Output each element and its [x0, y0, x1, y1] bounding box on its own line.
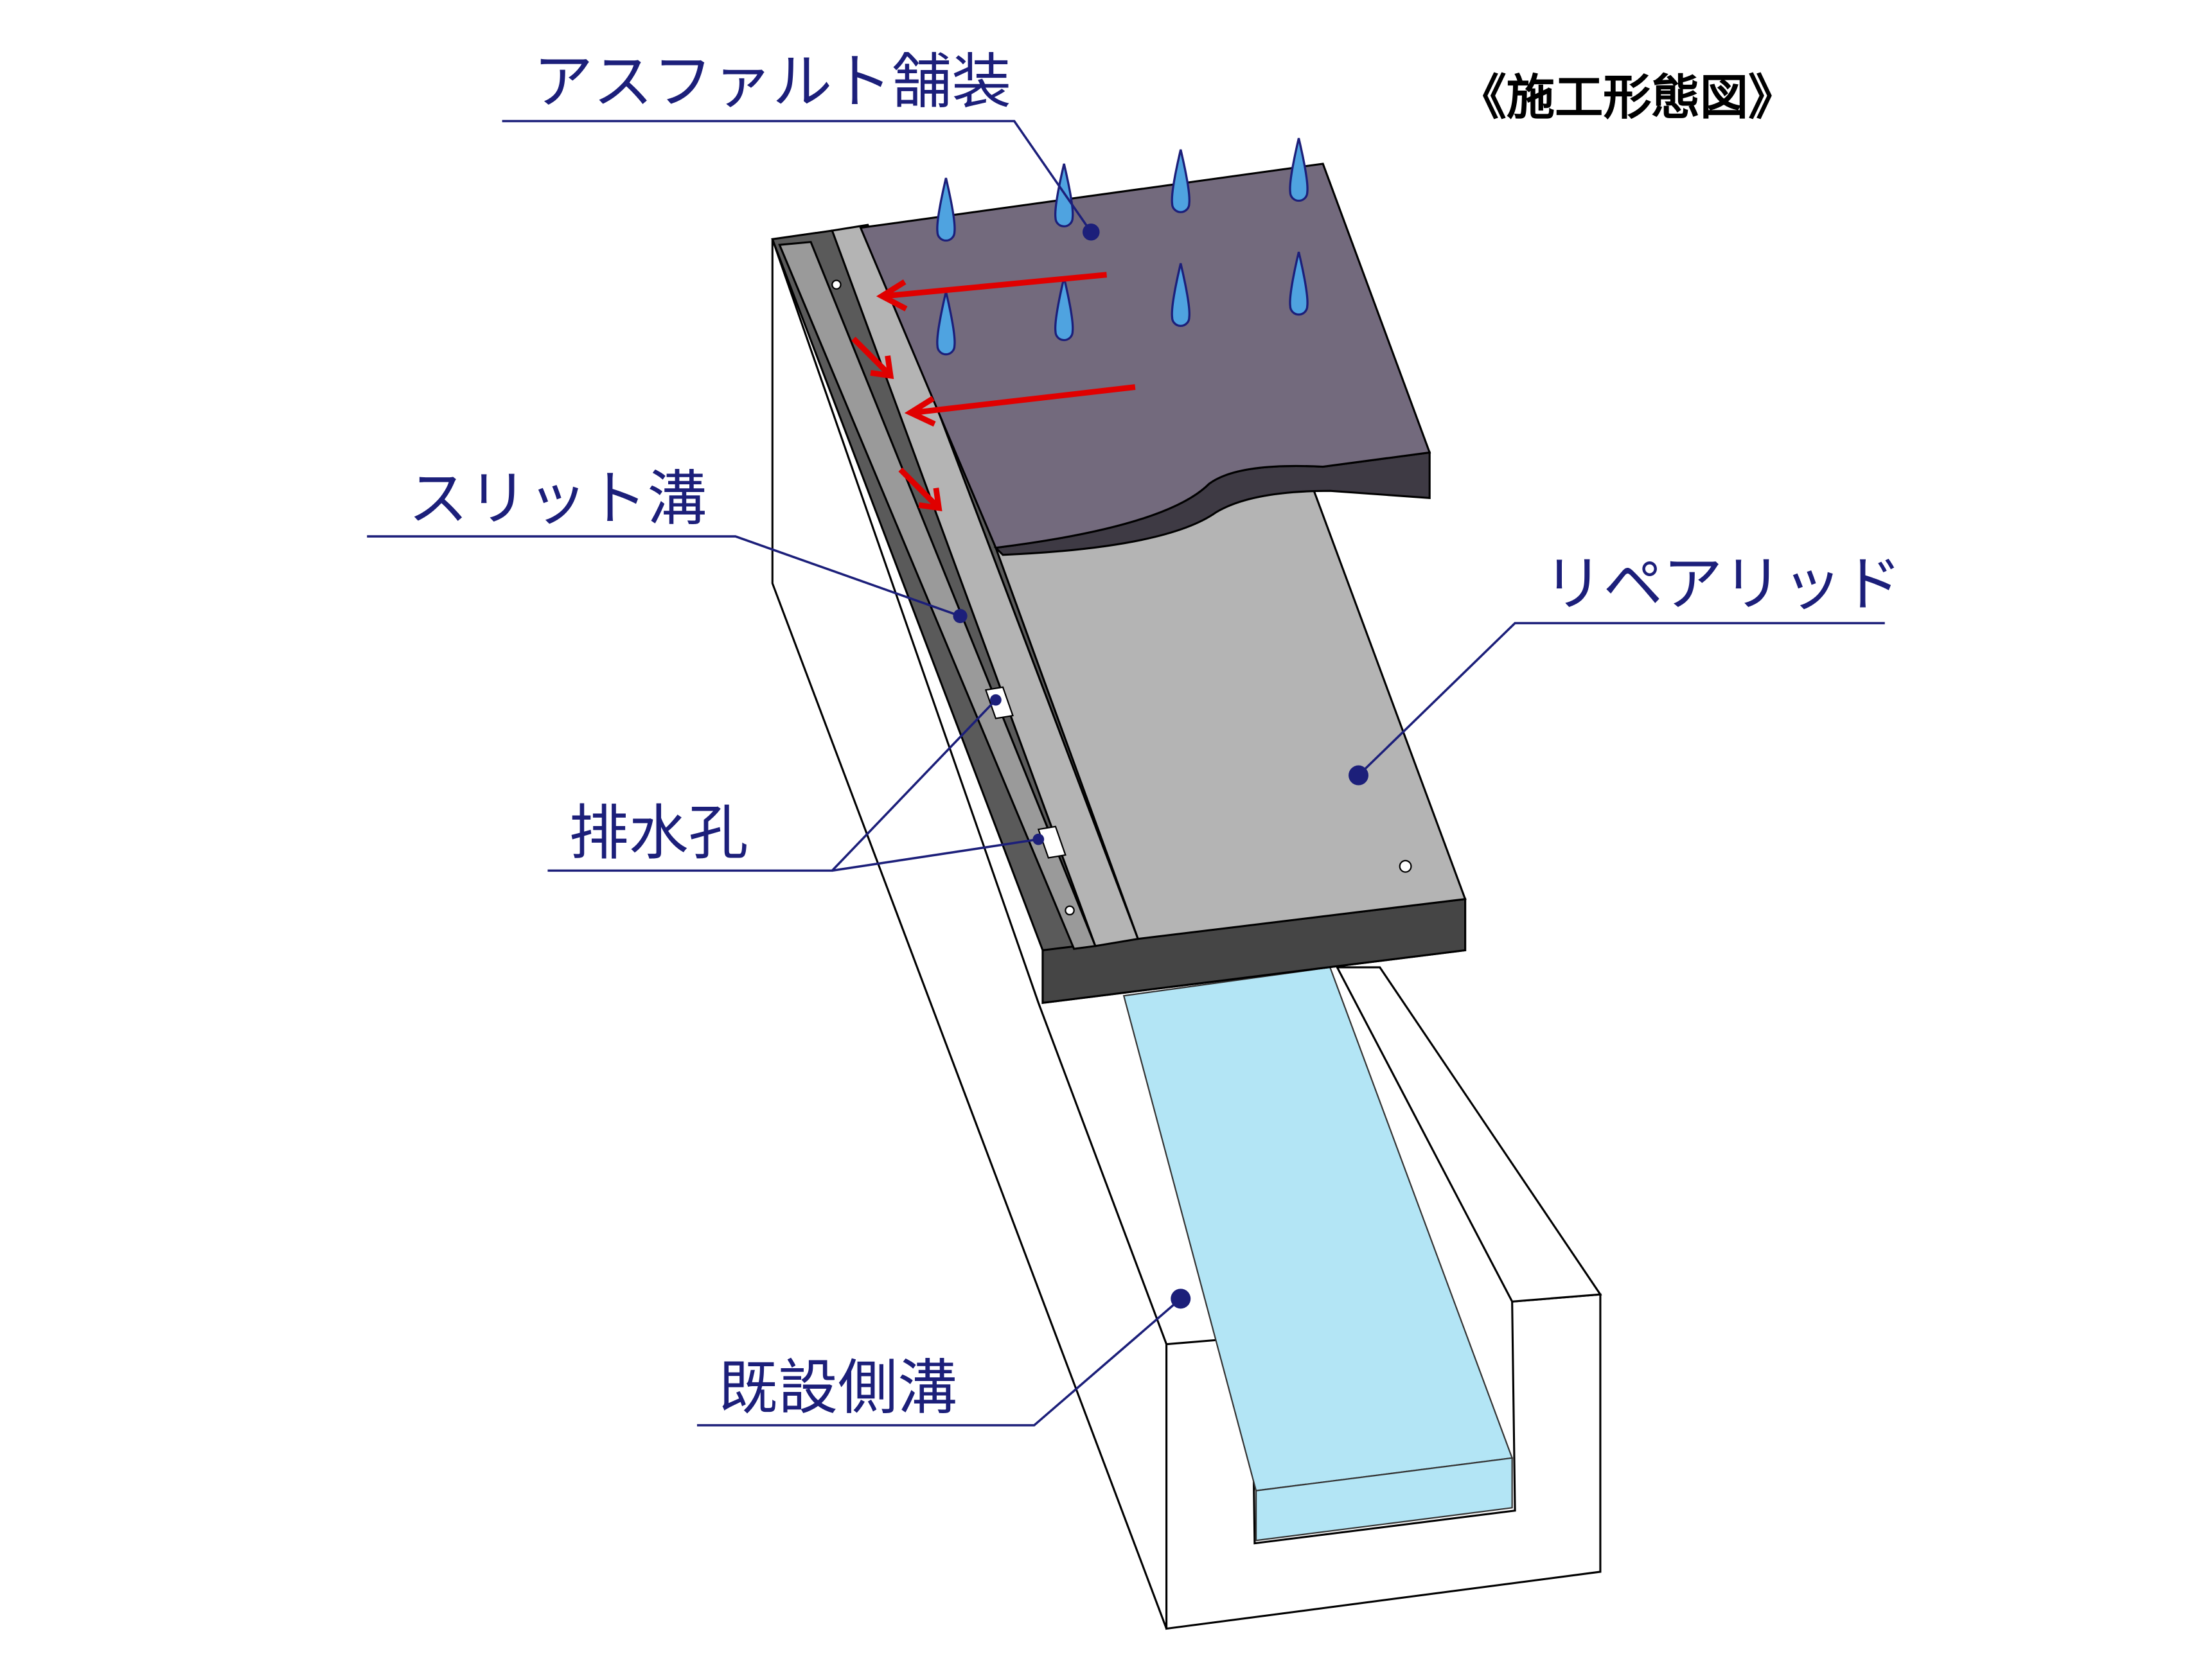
label-drain-hole: 排水孔 [547, 694, 1045, 872]
arrow-icon [876, 272, 1108, 312]
flow-arrows [851, 272, 1136, 512]
label-slit: スリット溝 [367, 464, 968, 624]
raindrop-icon [1289, 251, 1309, 316]
raindrop-icon [1054, 163, 1074, 228]
raindrop-icon [936, 177, 956, 242]
raindrop-icon [1171, 149, 1190, 213]
raindrop-icon [936, 291, 956, 356]
label-asphalt: アスファルト舗装 [502, 48, 1100, 241]
arrow-icon [898, 467, 942, 512]
arrow-icon [904, 384, 1136, 427]
label-existing-gutter-text: 既設側溝 [718, 1353, 957, 1422]
arrow-icon [851, 337, 894, 380]
label-asphalt-text: アスファルト舗装 [533, 48, 1011, 117]
raindrop-icon [1289, 137, 1309, 202]
diagram-title: 《施工形態図》 [1458, 69, 1797, 125]
asphalt-pavement [859, 163, 1431, 556]
raindrop-icon [1171, 263, 1190, 328]
label-drain-hole-text: 排水孔 [569, 798, 748, 868]
label-existing-gutter: 既設側溝 [696, 1289, 1191, 1427]
label-repair-lid: リペアリッド [1349, 549, 1902, 786]
raindrops [936, 137, 1309, 356]
label-repair-lid-text: リペアリッド [1543, 549, 1902, 619]
raindrop-icon [1054, 277, 1074, 342]
existing-gutter [771, 238, 1602, 1630]
water-front [1255, 1457, 1513, 1542]
drain-hole [1037, 825, 1066, 859]
label-slit-text: スリット溝 [408, 464, 707, 533]
